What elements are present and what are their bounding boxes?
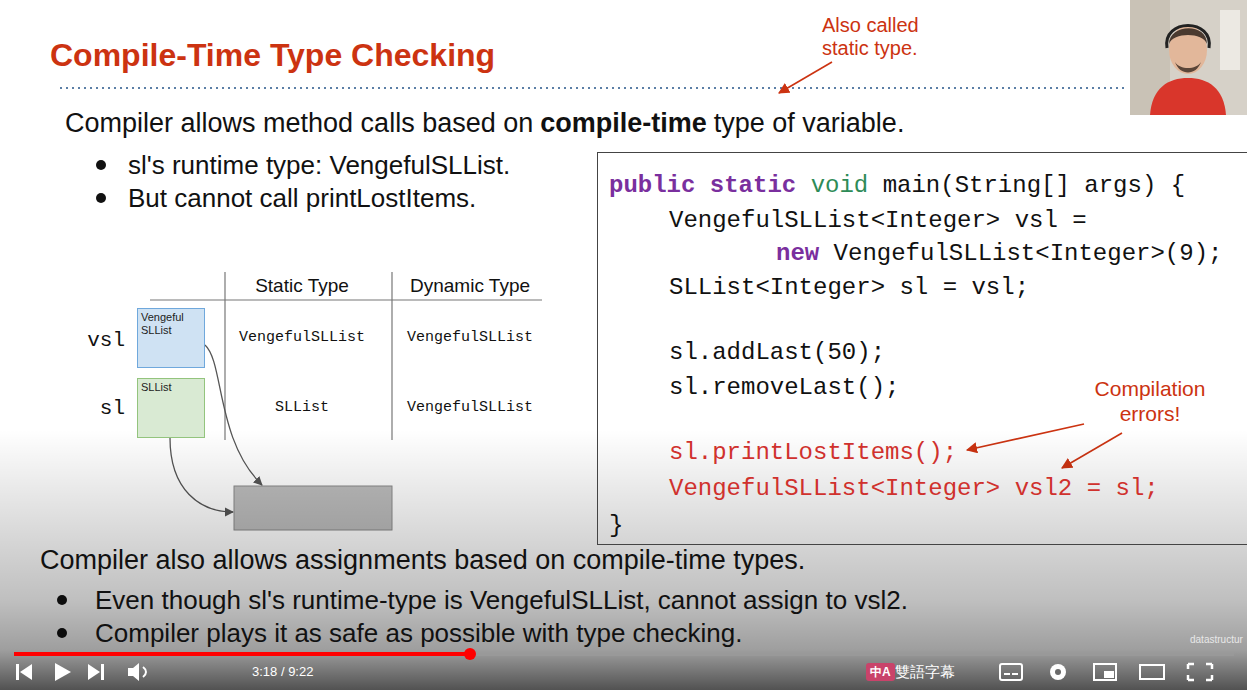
table-header: Dynamic Type	[410, 274, 530, 297]
bullet-text: But cannot call printLostItems.	[128, 183, 476, 214]
object-box: SLList	[137, 378, 205, 438]
progress-track	[14, 652, 1234, 656]
box-caption: Vengeful SLList	[141, 311, 201, 337]
table-header: Static Type	[255, 274, 349, 297]
box-caption: SLList	[141, 381, 201, 394]
player-shade	[0, 430, 1247, 690]
bullet-dot	[96, 193, 106, 203]
body-text-bold: compile-time	[540, 107, 707, 139]
code-token: main(String[] args) {	[883, 171, 1185, 201]
badge-text: 中A	[870, 664, 891, 680]
code-token: sl.printLostItems();	[669, 438, 957, 468]
caption-menu: 雙語字幕	[895, 663, 955, 681]
callout-arrow	[779, 62, 832, 93]
progress-knob	[464, 648, 476, 660]
code-box: public static void main(String[] args) { Ve…	[597, 152, 1247, 545]
bullet-text: Compiler plays it as safe as possible wi…	[95, 618, 742, 649]
bullet-text: sl's runtime type: VengefulSLList.	[128, 150, 510, 181]
table-cell: VengefulSLList	[407, 329, 533, 347]
body-text: type of variable.	[714, 107, 905, 139]
table-cell: VengefulSLList	[407, 399, 533, 417]
bullet-dot	[96, 160, 106, 170]
slide-title: Compile-Time Type Checking	[50, 36, 495, 74]
progress-played	[14, 652, 470, 656]
callout-note: Also called static type.	[822, 14, 952, 60]
object-box: Vengeful SLList	[137, 308, 205, 368]
player-time: 3:18 / 9:22	[252, 664, 313, 680]
code-token: public static	[609, 171, 796, 201]
watermark: datastructur	[1190, 634, 1243, 646]
body-text: Compiler also allows assignments based o…	[40, 544, 805, 576]
code-token: sl.removeLast();	[669, 373, 899, 403]
code-token: void	[811, 171, 869, 201]
code-token: VengefulSLList<Integer> vsl =	[669, 206, 1087, 236]
code-token: VengefulSLList<Integer> vsl2 = sl;	[669, 474, 1159, 504]
webcam-picture	[1130, 0, 1247, 115]
body-text: Compiler allows method calls based on	[65, 107, 533, 139]
bullet-text: Even though sl's runtime-type is Vengefu…	[95, 585, 908, 616]
code-token: sl.addLast(50);	[669, 338, 885, 368]
table-cell: SLList	[275, 399, 329, 417]
code-token: SLList<Integer> sl = vsl;	[669, 273, 1029, 303]
callout-note: Compilation errors!	[1080, 376, 1220, 426]
player-controls	[16, 663, 1212, 681]
table-rule	[391, 272, 392, 440]
variable-name: sl	[100, 396, 125, 421]
table-rule	[150, 299, 542, 300]
table-cell: VengefulSLList	[239, 329, 365, 347]
dotted-rule	[60, 87, 1128, 89]
code-token: new	[776, 239, 819, 269]
code-token: VengefulSLList<Integer>(9);	[834, 239, 1223, 269]
variable-name: vsl	[87, 328, 125, 353]
caption-badge: 中A	[866, 663, 895, 681]
code-token: }	[609, 511, 623, 541]
